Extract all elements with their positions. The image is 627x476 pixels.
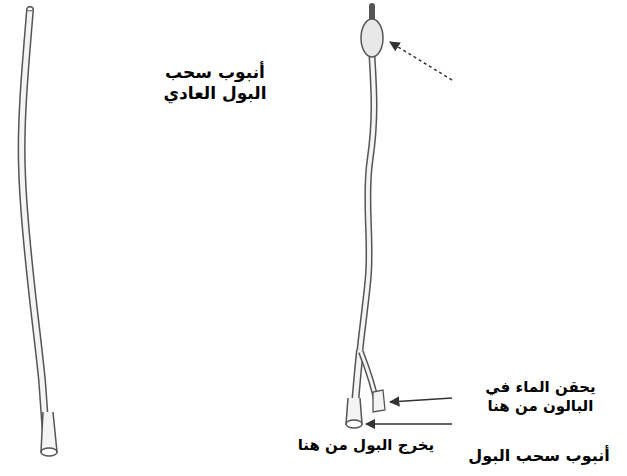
catheter-name: أنبوب سحب البول العادي — [145, 62, 285, 105]
balloon-pointer — [390, 42, 452, 80]
balloon-catheter — [346, 6, 385, 428]
inflation-pointer — [390, 398, 452, 402]
plain-catheter — [22, 7, 57, 456]
balloon — [361, 19, 383, 57]
port-label: يخرج البول من هنا — [282, 436, 450, 455]
drain-pointer — [366, 423, 452, 425]
catheter-name: أنبوب سحب البول — [455, 446, 623, 466]
port-label: يحقن الماء في البالون من هنا — [458, 378, 623, 416]
